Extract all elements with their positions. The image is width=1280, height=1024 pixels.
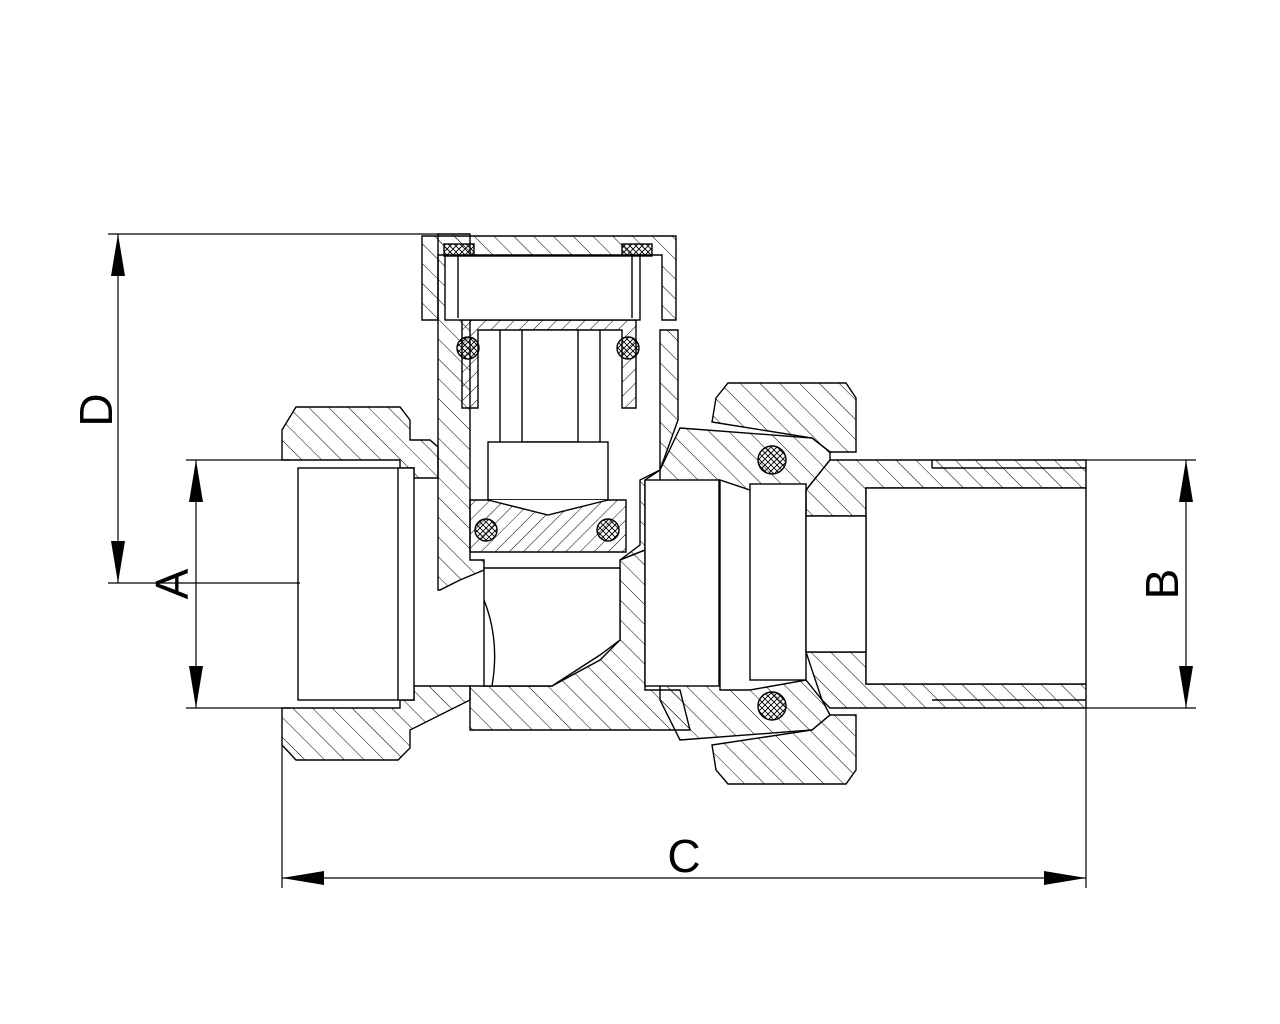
left-nut xyxy=(281,406,439,479)
label-c: C xyxy=(667,830,700,882)
label-b: B xyxy=(1136,569,1188,600)
o-ring-stem-top-right xyxy=(616,336,640,360)
arrow-d-top xyxy=(111,234,125,276)
arrow-b-bottom xyxy=(1179,666,1193,708)
coupling-bore-right xyxy=(749,483,807,681)
arrow-d-bottom xyxy=(111,541,125,583)
arrow-a-top xyxy=(189,460,203,502)
label-a: A xyxy=(146,568,198,599)
left-bore xyxy=(297,467,415,701)
valve-body xyxy=(281,233,1087,785)
arrow-b-top xyxy=(1179,460,1193,502)
label-d: D xyxy=(70,393,122,426)
dimension-arrows xyxy=(111,234,1193,885)
outlet-bore xyxy=(483,567,621,687)
o-ring-stem-bottom-left xyxy=(474,518,498,542)
arrow-c-right xyxy=(1044,871,1086,885)
o-ring-stem-top-left xyxy=(456,336,480,360)
valve-disc xyxy=(487,441,609,501)
o-ring-union-top xyxy=(757,445,787,475)
stem-rod xyxy=(521,329,579,443)
cap-seal-left xyxy=(443,243,475,257)
tail-inner xyxy=(805,515,867,653)
o-ring-stem-bottom-right xyxy=(596,518,620,542)
cap-seal-right xyxy=(621,243,653,257)
stem-head xyxy=(444,255,641,321)
o-ring-union-bottom xyxy=(757,691,787,721)
arrow-c-left xyxy=(282,871,324,885)
tail-bore xyxy=(865,487,1087,685)
body-upper-left xyxy=(437,233,485,591)
coupling-bore-left xyxy=(644,479,720,687)
arrow-a-bottom xyxy=(189,666,203,708)
